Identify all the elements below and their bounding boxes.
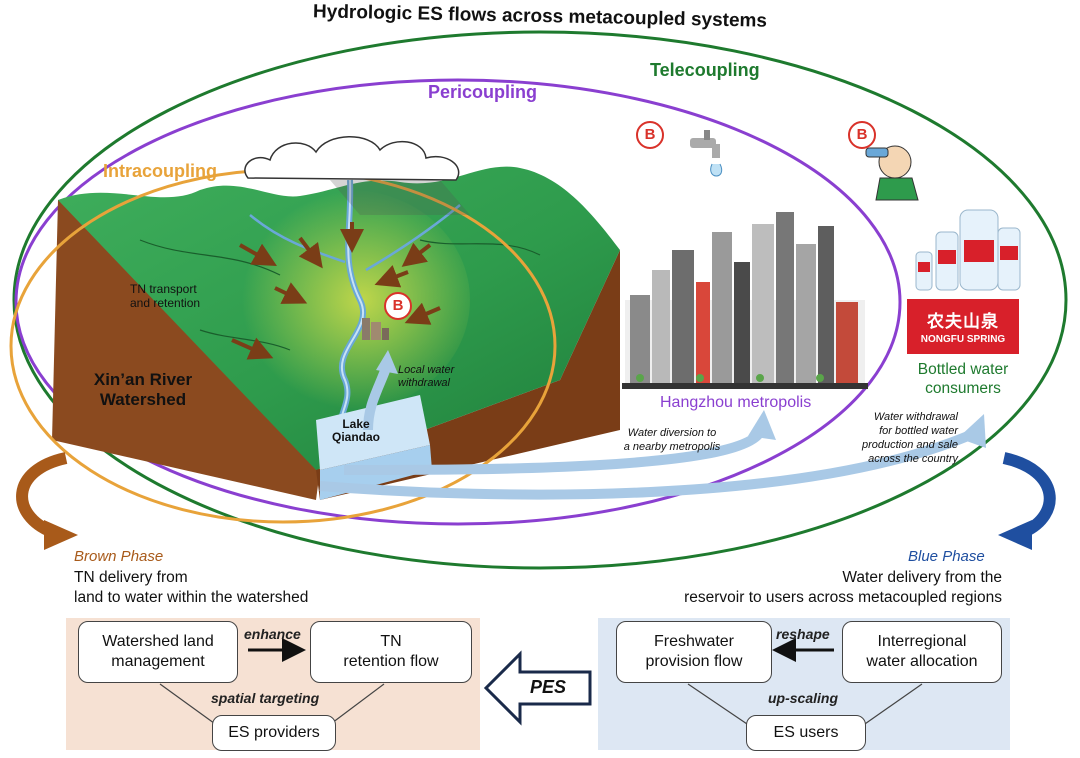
telecoupling-label: Telecoupling bbox=[650, 60, 760, 80]
bottled-flow-line-3: production and sale bbox=[861, 439, 958, 451]
watershed-label-line-1: Xin’an River bbox=[93, 370, 193, 389]
tn-label-line-2: and retention bbox=[130, 296, 201, 310]
blue-phase-title: Blue Phase bbox=[908, 548, 985, 565]
up-scaling-label: up-scaling bbox=[768, 690, 839, 706]
local-withdrawal-line-2: withdrawal bbox=[398, 377, 450, 389]
intracoupling-label: Intracoupling bbox=[103, 161, 217, 181]
lake-label: Lake Qiandao bbox=[330, 418, 382, 444]
bottled-consumers-label: Bottled water consumers bbox=[896, 360, 1030, 398]
brown-desc-line-1: TN delivery from bbox=[74, 569, 188, 586]
hangzhou-label: Hangzhou metropolis bbox=[660, 394, 812, 411]
watershed-label: Xin’an River Watershed bbox=[88, 370, 198, 410]
bottled-flow-label: Water withdrawal for bottled water produ… bbox=[840, 410, 958, 466]
blue-desc-line-2: reservoir to users across metacoupled re… bbox=[684, 589, 1002, 606]
tn-transport-label: TN transport and retention bbox=[130, 282, 200, 310]
brown-phase-curved-arrow bbox=[16, 452, 68, 538]
badge-b-watershed: B bbox=[384, 292, 412, 320]
blue-phase-curved-arrow bbox=[1002, 452, 1056, 538]
node-interregional-water-allocation: Interregional water allocation bbox=[842, 621, 1002, 683]
pericoupling-label: Pericoupling bbox=[428, 82, 538, 102]
brown-phase-title: Brown Phase bbox=[74, 548, 164, 565]
node-freshwater-line-2: provision flow bbox=[645, 653, 743, 670]
bottled-label-line-1: Bottled water bbox=[917, 361, 1009, 378]
node-tn-retention-flow: TN retention flow bbox=[310, 621, 472, 683]
brown-phase-description: TN delivery from land to water within th… bbox=[74, 568, 308, 608]
badge-b-metropolis: B bbox=[636, 121, 664, 149]
blue-phase-arrowhead bbox=[998, 520, 1032, 550]
city-skyline bbox=[622, 212, 868, 389]
diversion-line-2: a nearby metropolis bbox=[623, 441, 721, 453]
bottled-flow-line-4: across the country bbox=[868, 453, 958, 465]
pes-label: PES bbox=[530, 677, 567, 697]
nongfu-spring-logo: 农夫山泉 NONGFU SPRING bbox=[907, 299, 1019, 354]
drinking-person-icon bbox=[865, 145, 919, 201]
brown-connector-right bbox=[327, 683, 385, 727]
brand-cn: 农夫山泉 bbox=[927, 312, 999, 331]
blue-connector-left bbox=[687, 683, 751, 727]
node-freshwater-line-1: Freshwater bbox=[653, 633, 735, 650]
watershed-label-line-2: Watershed bbox=[99, 390, 187, 409]
tn-label-line-1: TN transport bbox=[130, 282, 197, 296]
spatial-targeting-label: spatial targeting bbox=[211, 690, 320, 706]
local-withdrawal-label: Local water withdrawal bbox=[398, 364, 454, 390]
lake-label-line-1: Lake bbox=[342, 417, 370, 431]
brown-connector-left bbox=[159, 683, 219, 727]
node-watershed-land-management: Watershed land management bbox=[78, 621, 238, 683]
telecoupling-ellipse bbox=[12, 30, 1068, 570]
watershed-block bbox=[52, 166, 620, 500]
pericoupling-ellipse bbox=[14, 78, 902, 526]
node-watershed-line-1: Watershed land bbox=[102, 633, 214, 650]
blue-phase-description: Water delivery from the reservoir to use… bbox=[560, 568, 1002, 608]
node-interregional-line-1: Interregional bbox=[877, 633, 967, 650]
blue-connector-right bbox=[861, 683, 923, 727]
bottled-label-line-2: consumers bbox=[925, 380, 1001, 397]
water-tap-icon bbox=[690, 130, 723, 177]
water-bottles-icon bbox=[915, 209, 1021, 291]
badge-b-bottled: B bbox=[848, 121, 876, 149]
node-interregional-line-2: water allocation bbox=[866, 653, 978, 670]
diversion-label: Water diversion to a nearby metropolis bbox=[610, 426, 734, 454]
blue-desc-line-1: Water delivery from the bbox=[842, 569, 1002, 586]
node-watershed-line-2: management bbox=[111, 653, 205, 670]
reshape-label: reshape bbox=[776, 626, 830, 642]
local-withdrawal-line-1: Local water bbox=[398, 364, 455, 376]
brown-phase-arrowhead bbox=[44, 520, 78, 550]
enhance-label: enhance bbox=[244, 626, 301, 642]
node-tn-line-2: retention flow bbox=[343, 653, 439, 670]
pes-arrow bbox=[483, 650, 592, 726]
node-freshwater-provision-flow: Freshwater provision flow bbox=[616, 621, 772, 683]
brown-desc-line-2: land to water within the watershed bbox=[74, 589, 309, 606]
node-es-users: ES users bbox=[746, 715, 866, 751]
diversion-line-1: Water diversion to bbox=[627, 427, 717, 439]
brand-en: NONGFU SPRING bbox=[920, 334, 1006, 345]
node-es-providers: ES providers bbox=[212, 715, 336, 751]
water-flow-arrows bbox=[319, 350, 986, 500]
lake-label-line-2: Qiandao bbox=[331, 430, 380, 444]
rain-cloud bbox=[244, 136, 470, 215]
node-tn-line-1: TN bbox=[380, 633, 402, 650]
bottled-flow-line-1: Water withdrawal bbox=[873, 411, 958, 423]
bottled-flow-line-2: for bottled water bbox=[879, 425, 958, 437]
